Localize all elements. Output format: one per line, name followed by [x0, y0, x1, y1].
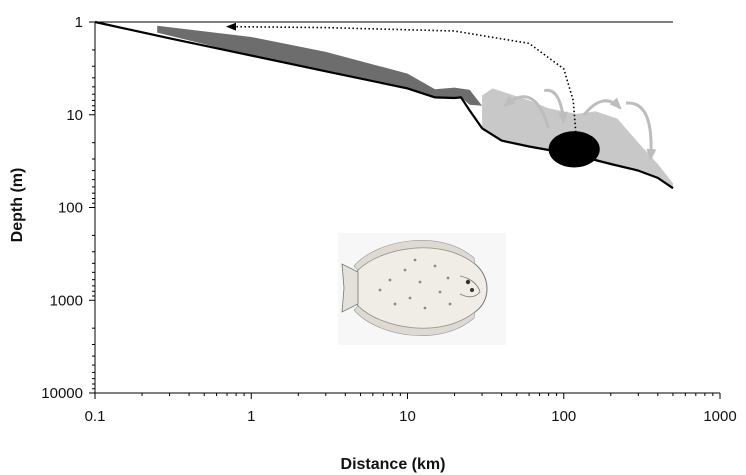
plot-marks: [94, 20, 674, 190]
migration-arrow-inner-left: [543, 88, 568, 125]
migration-arrow-right: [625, 101, 657, 161]
spawning-ground-ellipse: [548, 131, 600, 168]
x-tick-label: 0.1: [85, 408, 106, 425]
y-tick-label: 10000: [41, 385, 83, 402]
plot-areas: [157, 25, 673, 189]
migration-arrow-inner-right: [582, 97, 622, 116]
y-tick-label: 10: [66, 107, 83, 124]
x-tick-label: 100: [551, 408, 576, 425]
x-tick-label: 1: [247, 408, 255, 425]
x-axis-title: Distance (km): [341, 456, 446, 473]
y-tick-label: 100: [58, 200, 83, 217]
migration-arrow-left: [503, 95, 551, 129]
flatfish-illustration: [338, 233, 506, 345]
nursery-band: [157, 25, 483, 106]
larval-drift-arrow: [226, 22, 577, 137]
seabed-profile-line: [94, 20, 674, 190]
y-tick-label: 1000: [50, 292, 83, 309]
axes: 0.1 1 10 100 1000 1 10 100 1000 10000: [41, 14, 736, 425]
x-tick-label: 10: [399, 408, 416, 425]
y-tick-label: 1: [75, 14, 83, 31]
x-tick-label: 1000: [703, 408, 736, 425]
y-axis-title: Depth (m): [9, 168, 26, 243]
